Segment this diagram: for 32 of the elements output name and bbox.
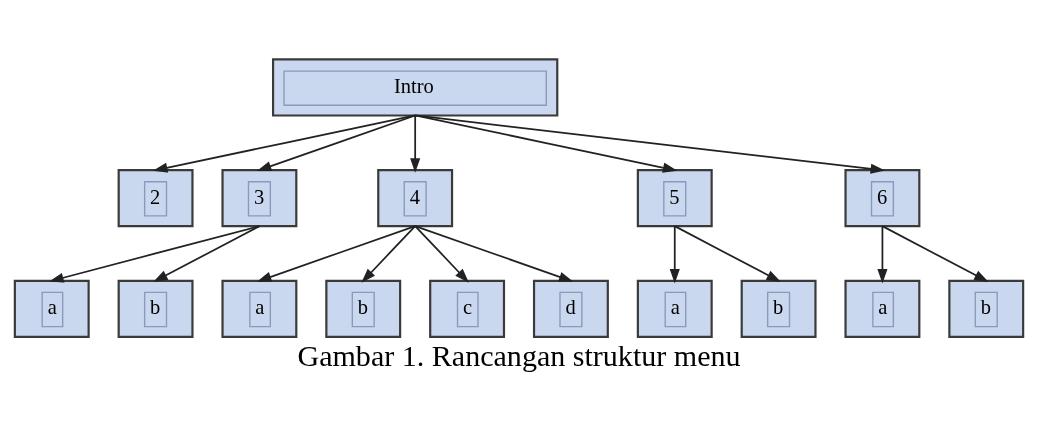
arrow	[361, 224, 417, 283]
node-box: 4	[377, 168, 454, 227]
node-box: 5	[636, 168, 713, 227]
node-box: a	[636, 279, 713, 338]
arrow	[49, 224, 261, 283]
arrow	[152, 114, 417, 173]
node-box: c	[429, 279, 506, 338]
node-box: b	[117, 279, 194, 338]
arrow	[256, 224, 417, 282]
node-box: 2	[117, 168, 194, 227]
node-box: d	[532, 279, 609, 338]
arrow	[881, 224, 989, 282]
node-box: b	[740, 279, 817, 338]
node-box: a	[13, 279, 90, 338]
node-box: b	[325, 279, 402, 338]
arrow	[673, 224, 781, 282]
node-box: a	[221, 279, 298, 338]
node-box: b	[948, 279, 1025, 338]
arrow	[153, 224, 261, 282]
arrow	[414, 224, 574, 282]
node-box: a	[844, 279, 921, 338]
arrow	[256, 114, 417, 171]
arrow	[414, 114, 886, 174]
arrow	[414, 224, 469, 283]
node-box: 3	[221, 168, 298, 227]
node-box: Intro	[271, 57, 559, 117]
arrow	[669, 224, 680, 283]
arrow	[877, 224, 888, 283]
arrow	[414, 114, 678, 173]
node-box: 6	[844, 168, 921, 227]
arrow	[410, 114, 421, 173]
caption: Gambar 1. Rancangan struktur menu	[297, 338, 741, 373]
